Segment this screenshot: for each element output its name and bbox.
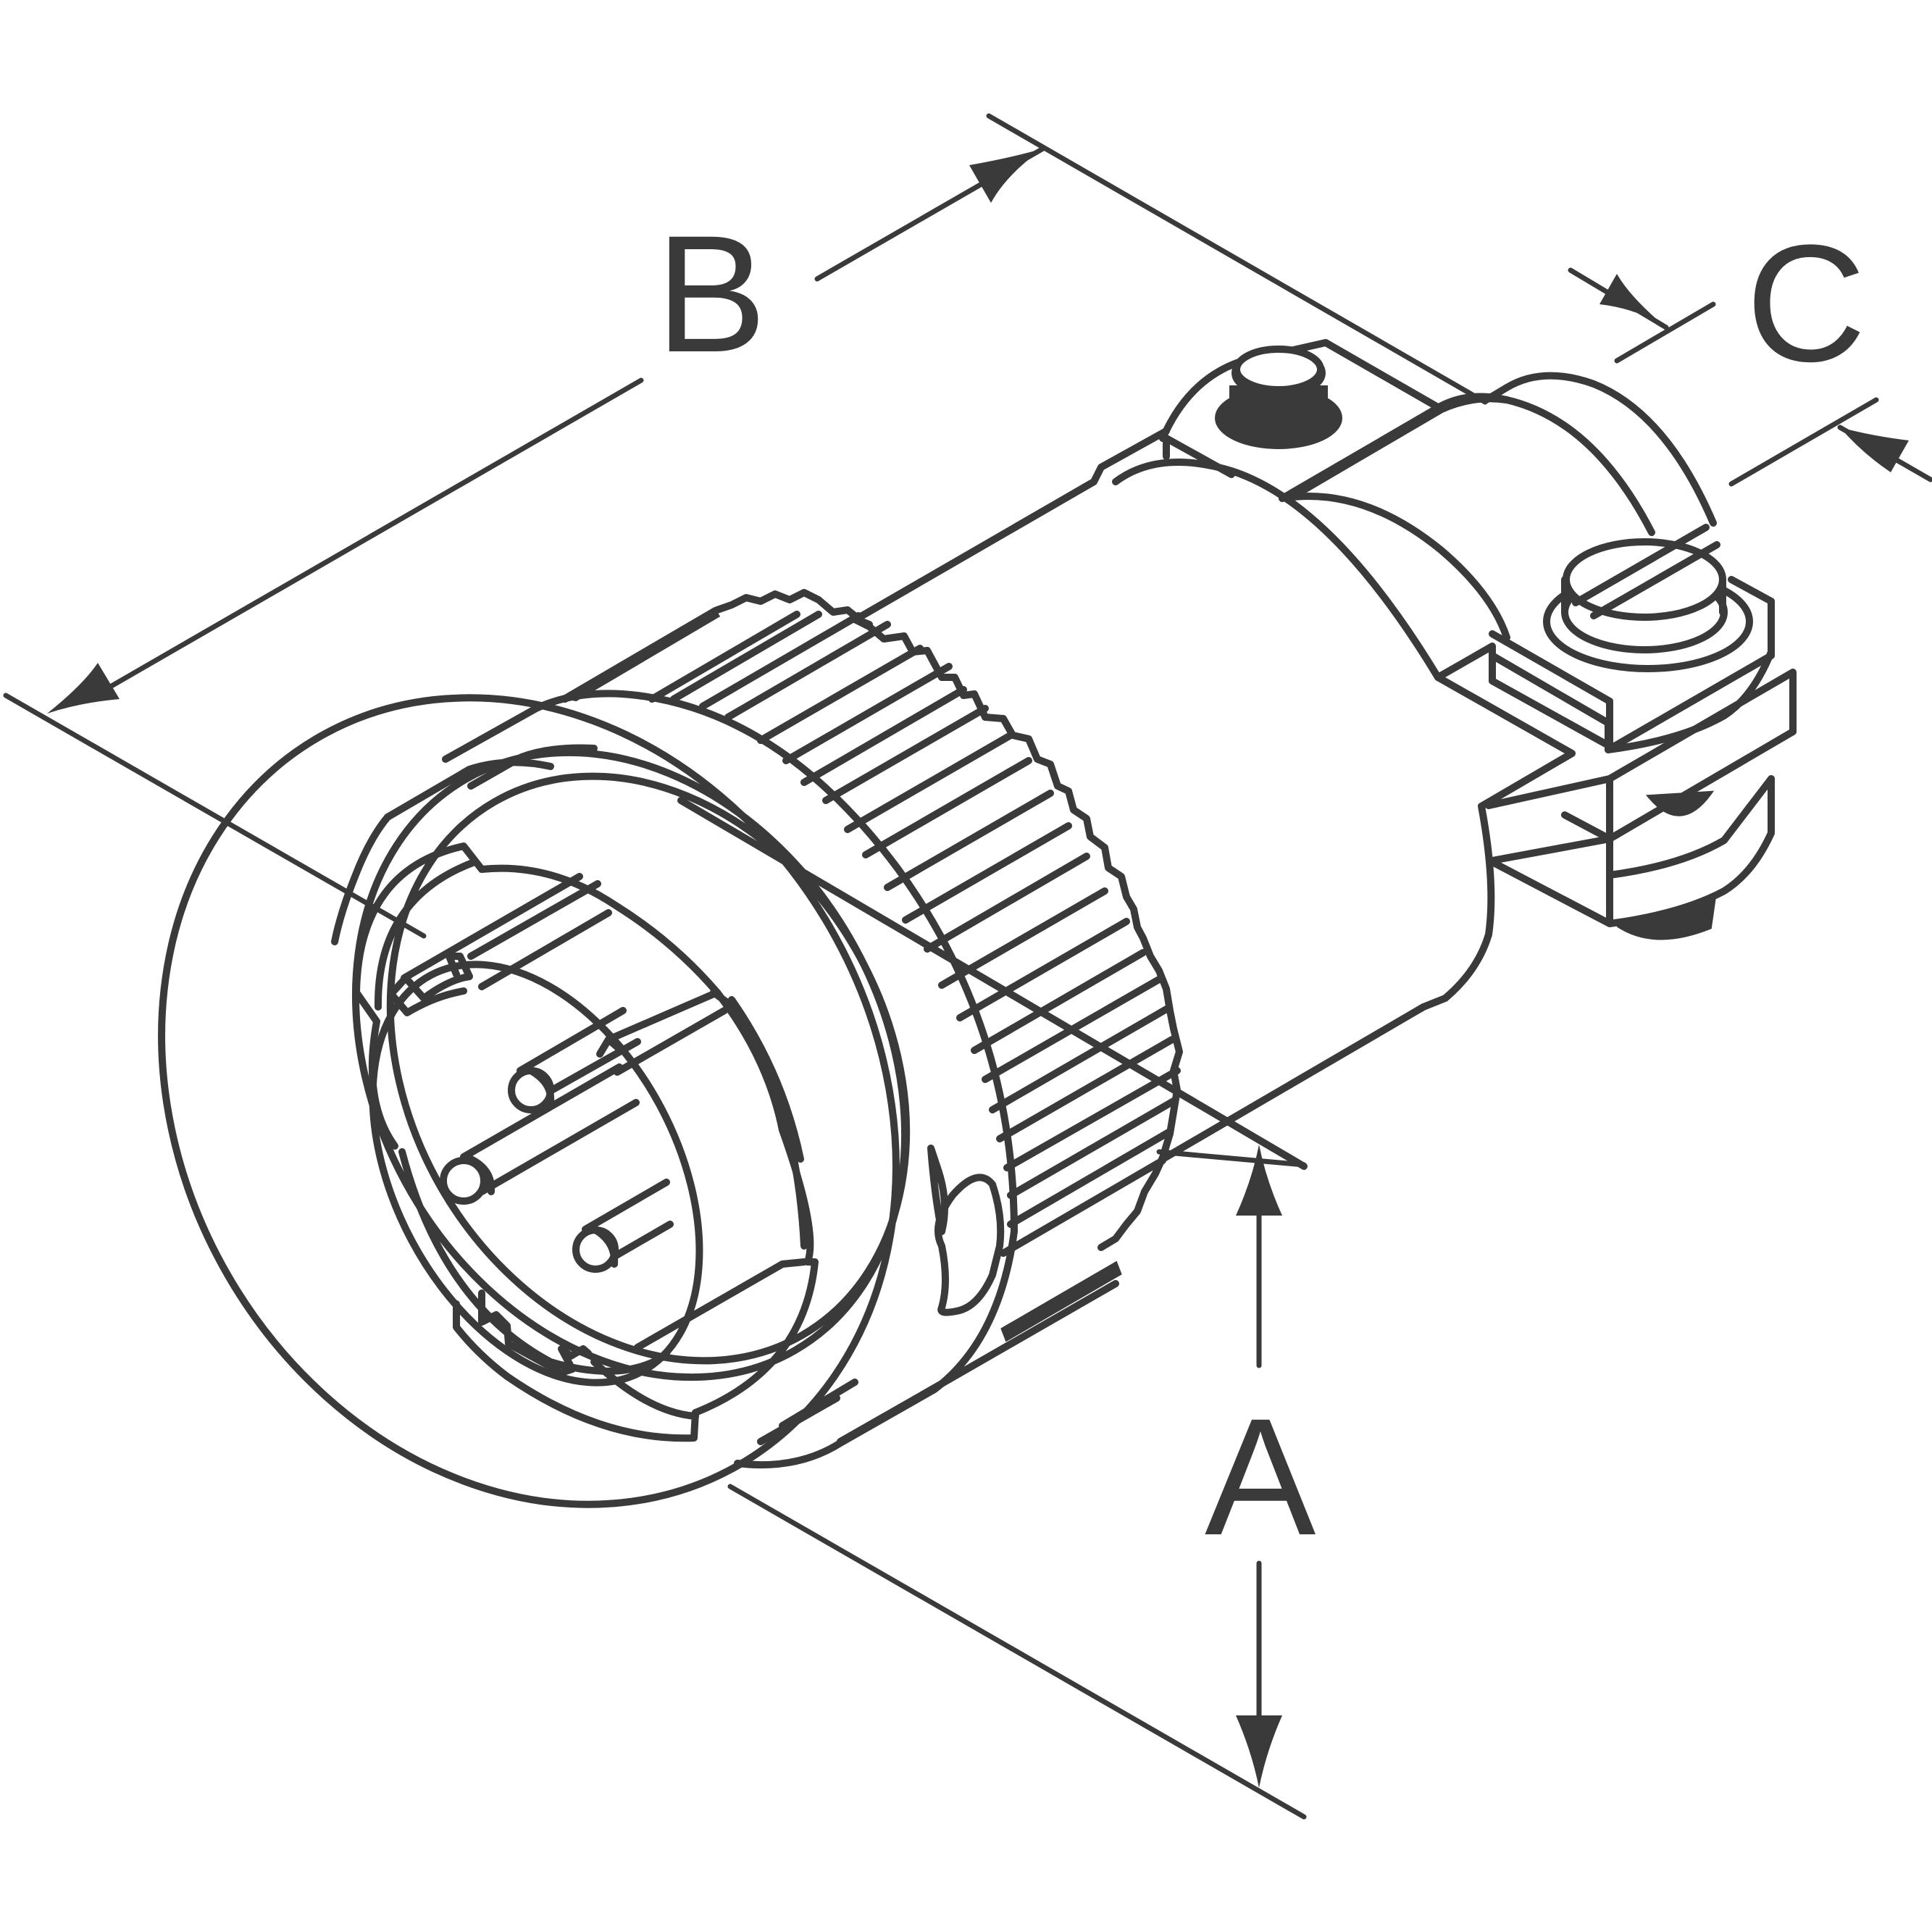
dim-a-extension-top xyxy=(1156,1149,1307,1168)
pin-1-body-top xyxy=(517,1007,627,1074)
clamp-side-plate xyxy=(1434,630,1613,750)
dim-a-extension-bottom xyxy=(727,1484,1307,1820)
insert-right-bar-1 xyxy=(605,989,721,1043)
clamp-back-ring-edge xyxy=(1163,435,1235,478)
cable-clamp xyxy=(858,339,1797,1163)
clamp-body-top-edge xyxy=(858,427,1170,619)
pin-1-tip xyxy=(508,1067,554,1113)
insert-right-arc-2 xyxy=(728,996,804,1163)
pin-3-body-top xyxy=(582,1179,670,1233)
clamp-lower-edge xyxy=(1420,674,1576,1011)
dim-b-extension-line-right xyxy=(986,113,1488,405)
dim-b-arrowhead-left xyxy=(47,663,120,714)
clamp-screw-bottom-tip xyxy=(1617,899,1716,940)
dim-c-label: C xyxy=(1746,210,1866,396)
dimension-b: B xyxy=(3,113,1488,939)
dim-b-line-left xyxy=(99,377,644,695)
dimension-a: A xyxy=(727,1145,1316,1820)
clamp-bracket-top xyxy=(1489,576,1775,753)
knurl-top-edge xyxy=(561,589,873,703)
dim-c-arrowhead-bottom xyxy=(1840,427,1909,472)
insert-key-line-3 xyxy=(478,909,612,990)
clamp-rear-saddle-arc xyxy=(1279,493,1510,641)
clamp-screw-top-head xyxy=(1233,346,1324,393)
dim-a-label: A xyxy=(1205,1384,1316,1570)
insert-key-line-2 xyxy=(467,880,601,960)
dim-c-extension-top xyxy=(1614,301,1716,364)
front-ring-edge-3 xyxy=(779,1379,858,1429)
insert-bottom-arc xyxy=(590,1358,699,1420)
receptacle-front xyxy=(158,690,1018,1508)
pin-2-body-bottom xyxy=(478,1099,640,1195)
dim-a-arrowhead-bottom xyxy=(1236,1715,1282,1788)
insert-right-body xyxy=(634,1258,808,1351)
clamp-screw-bottom-nut xyxy=(1645,790,1715,816)
clamp-bracket-diag xyxy=(1561,811,1613,842)
clamp-screw-right-slot-2 xyxy=(1590,541,1720,619)
insert-inner-arc xyxy=(374,858,478,1011)
dim-c-arrowhead-top xyxy=(1599,274,1666,327)
knurl-bottom-shade xyxy=(1000,1260,1122,1342)
pin-3-tip-shade xyxy=(592,1226,619,1268)
knurl-right-edge xyxy=(851,616,1183,1251)
pin-2-tip-shade xyxy=(467,1155,495,1195)
dim-b-arrowhead-right xyxy=(969,149,1043,203)
pin-1-tip-shade xyxy=(527,1067,555,1105)
dim-b-extension-line-left xyxy=(3,693,427,939)
dimension-c: C xyxy=(1568,210,1932,487)
insert-key-line-1 xyxy=(401,873,583,982)
contact-housing xyxy=(369,961,703,1387)
knurled-coupling-nut xyxy=(559,589,1308,1445)
knurl-ridges xyxy=(648,611,1181,1257)
contact-housing-rim xyxy=(398,1148,670,1375)
clamp-bracket-lower-plate xyxy=(1485,775,1613,864)
outer-ring-front xyxy=(158,694,900,1508)
pin-2-body-top xyxy=(460,1063,623,1161)
insert-keyway-bar xyxy=(388,974,467,1016)
shell-lip-outline xyxy=(331,814,391,945)
clamp-right-saddle-arc xyxy=(1481,372,1717,527)
clamp-screw-right-slot-1 xyxy=(1572,524,1710,606)
outer-shell-outline xyxy=(442,690,1018,1469)
dim-a-arrowhead-top xyxy=(1236,1145,1282,1216)
clamp-top-saddle-arc xyxy=(1286,395,1655,536)
clamp-bottom-body-edge xyxy=(1159,1003,1427,1163)
front-ring-edge-1 xyxy=(467,744,598,790)
pin-2-tip xyxy=(440,1157,488,1205)
insert-outline xyxy=(353,842,819,1442)
dim-c-extension-bottom xyxy=(1728,397,1879,487)
contact-pins xyxy=(440,1007,674,1273)
latch-cutout xyxy=(934,1174,1005,1316)
dim-b-label: B xyxy=(656,201,766,387)
insert-bottom-keyway xyxy=(478,1289,592,1376)
clamp-front-saddle-arc xyxy=(1112,459,1442,681)
